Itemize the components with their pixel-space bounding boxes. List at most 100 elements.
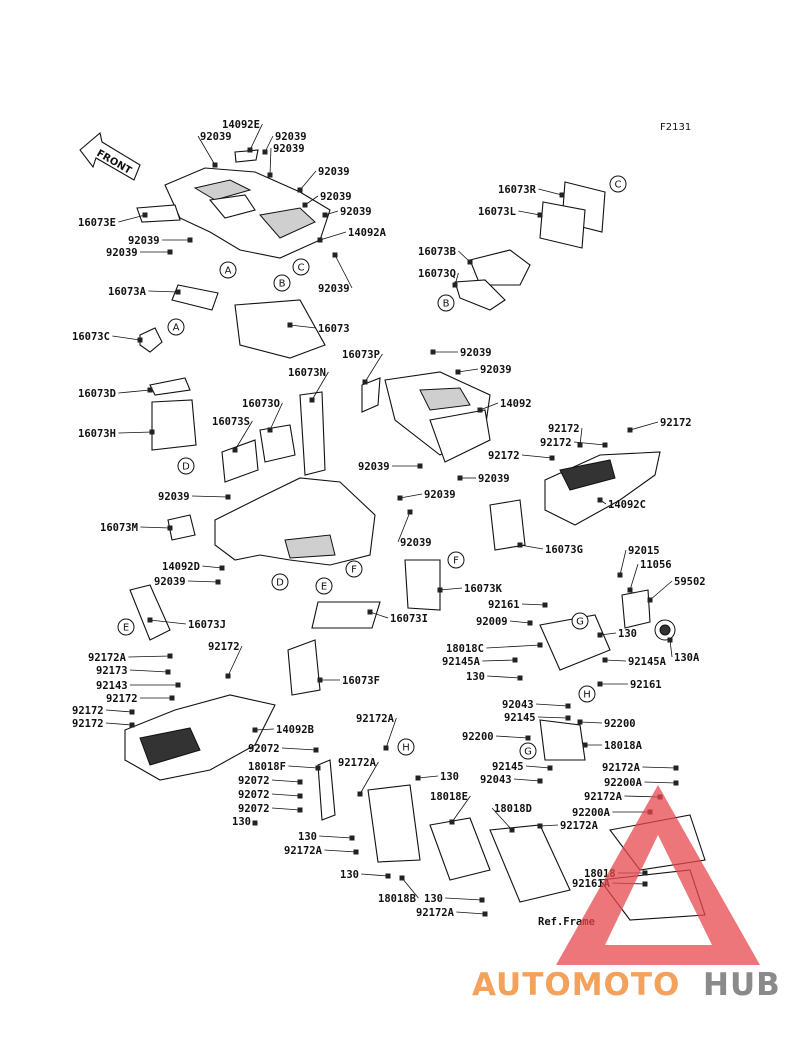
fastener-icon	[252, 727, 258, 733]
fastener-icon	[367, 609, 373, 615]
leader-line	[619, 549, 627, 576]
callout-g: G	[571, 612, 589, 630]
callout-f: F	[345, 560, 363, 578]
callout-circle	[519, 742, 537, 760]
part-label: 92172	[72, 705, 104, 717]
part-label: 16073I	[390, 613, 428, 625]
part-label: 92172A	[284, 845, 323, 857]
leader-line	[359, 761, 379, 795]
part-label: 92072	[238, 775, 270, 787]
part-label: 92039	[478, 473, 510, 485]
fastener-icon	[175, 289, 181, 295]
leader-line	[311, 371, 329, 401]
fastener-icon	[267, 427, 273, 433]
duct-assembly	[367, 784, 571, 903]
fastener-icon	[212, 162, 218, 168]
callout-circle	[447, 551, 465, 569]
part-label: 14092B	[276, 724, 314, 736]
right-tray-assembly	[404, 451, 661, 611]
part-label: 11056	[640, 559, 672, 571]
part-label: 92161	[630, 679, 662, 691]
leader-line	[513, 778, 541, 782]
leader-line	[269, 402, 283, 431]
fastener-icon	[297, 779, 303, 785]
callout-b: B	[437, 294, 455, 312]
part-label: 92143	[96, 680, 128, 692]
fastener-icon	[262, 149, 268, 155]
fastener-icon	[455, 369, 461, 375]
part-label: 14092	[500, 398, 532, 410]
fastener-icon	[527, 620, 533, 626]
part-label: 92172	[72, 718, 104, 730]
callout-letter: D	[182, 462, 190, 473]
leader-line	[456, 911, 486, 915]
callout-circle	[271, 573, 289, 591]
leader-line	[187, 580, 219, 583]
leader-line	[271, 793, 301, 797]
fastener-icon	[565, 715, 571, 721]
callout-circle	[177, 457, 195, 475]
part-label: 92172	[488, 450, 520, 462]
part-label: 16073L	[478, 206, 516, 218]
part-label: 14092A	[348, 227, 387, 239]
part-label: 92200	[604, 718, 636, 730]
callout-letter: G	[524, 747, 532, 758]
callout-letter: E	[321, 582, 327, 593]
part-label: 92161	[488, 599, 520, 611]
fastener-icon	[287, 322, 293, 328]
part-label: 92015	[628, 545, 660, 557]
fastener-icon	[225, 673, 231, 679]
fastener-icon	[232, 447, 238, 453]
part-label: 130	[424, 893, 443, 905]
fastener-icon	[642, 870, 648, 876]
fastener-icon	[167, 653, 173, 659]
callout-d: D	[271, 573, 289, 591]
part-label: 92172A	[584, 791, 623, 803]
callout-circle	[117, 618, 135, 636]
figure-code: F2131	[660, 122, 691, 133]
callout-circle	[315, 577, 333, 595]
part-label: 92200A	[572, 807, 611, 819]
fastener-icon	[362, 379, 368, 385]
leader-line	[521, 603, 546, 606]
fastener-icon	[215, 579, 221, 585]
leader-line	[319, 835, 353, 839]
part-label: 130	[440, 771, 459, 783]
part-label: 92172A	[88, 652, 127, 664]
triangle-logo-icon	[556, 785, 760, 965]
part-label: 92039	[320, 191, 352, 203]
callout-d: D	[177, 457, 195, 475]
part-label: 92072	[238, 789, 270, 801]
callout-circle	[292, 258, 310, 276]
fastener-icon	[559, 192, 565, 198]
callout-e: E	[315, 577, 333, 595]
part-label: 18018E	[430, 791, 468, 803]
callout-circle	[219, 261, 237, 279]
fastener-icon	[129, 722, 135, 728]
fastener-icon	[537, 778, 543, 784]
callout-a: A	[219, 261, 237, 279]
fastener-icon	[582, 742, 588, 748]
part-label: 92200A	[604, 777, 643, 789]
fastener-icon	[597, 681, 603, 687]
part-label: 14092D	[162, 561, 200, 573]
leader-line	[118, 389, 151, 394]
fastener-icon	[673, 780, 679, 786]
leader-line	[604, 659, 627, 662]
fastener-icon	[167, 525, 173, 531]
fastener-icon	[542, 602, 548, 608]
callout-circle	[167, 318, 185, 336]
leader-line	[417, 775, 439, 779]
leader-line	[319, 231, 347, 241]
part-label: 92009	[476, 616, 508, 628]
callout-c: C	[292, 258, 310, 276]
fastener-icon	[477, 407, 483, 413]
leader-line	[401, 877, 419, 899]
part-label: 16073N	[288, 367, 326, 379]
part-label: 92043	[502, 699, 534, 711]
part-label: 92039	[318, 166, 350, 178]
part-label: 16073	[318, 323, 350, 335]
leader-line	[202, 565, 223, 569]
callout-h: H	[578, 685, 596, 703]
leader-line	[491, 807, 513, 831]
